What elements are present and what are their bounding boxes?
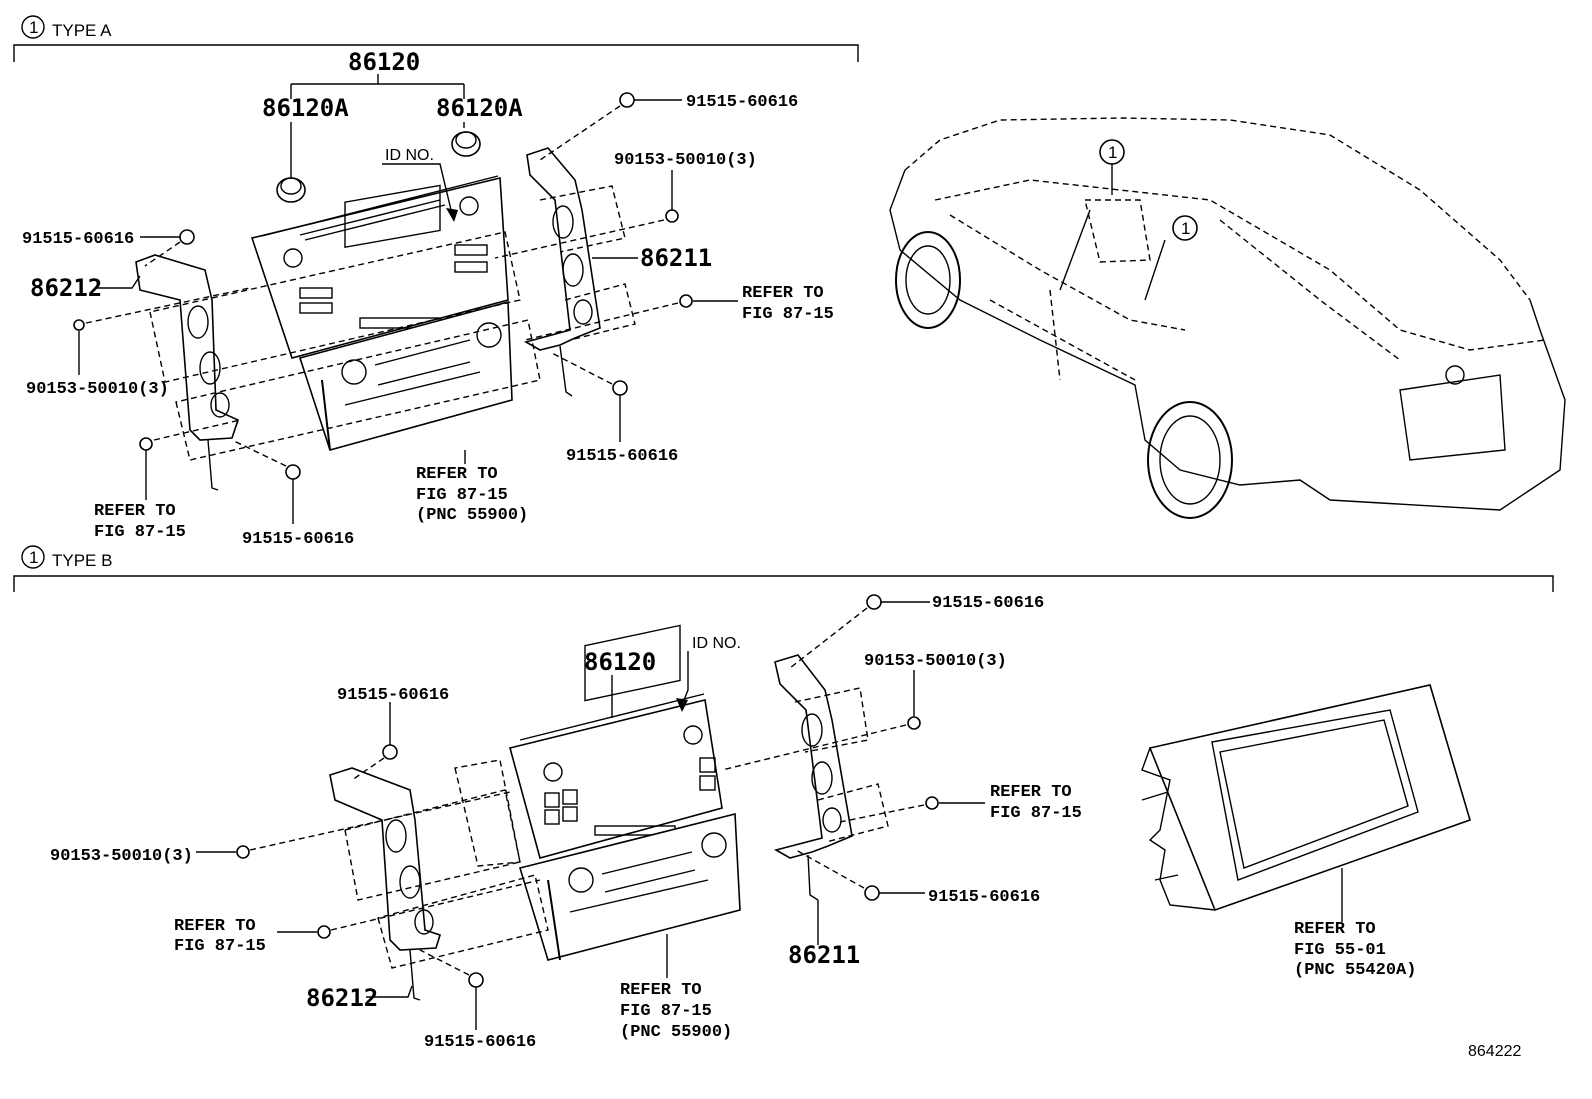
type-a-bracket-left-tab bbox=[207, 439, 219, 491]
type-b-label-91515-top: 91515-60616 bbox=[932, 594, 1044, 613]
type-b-label-90153-left: 90153-50010(3) bbox=[50, 847, 193, 866]
type-b-bezel bbox=[1141, 684, 1471, 912]
type-a-label-86120a-right: 86120A bbox=[436, 94, 523, 122]
type-a-label-91515-left: 91515-60616 bbox=[22, 230, 134, 249]
type-a-knob-left bbox=[283, 248, 303, 268]
type-a-label-refer-right-1: REFER TO bbox=[742, 284, 824, 303]
catalog-number: 864222 bbox=[1468, 1043, 1521, 1060]
type-a-knob-right bbox=[459, 196, 479, 216]
type-b-label-91515-bottom: 91515-60616 bbox=[424, 1033, 536, 1052]
type-b-label-refer-center-3: (PNC 55900) bbox=[620, 1023, 732, 1042]
type-a-label-refer-center-2: FIG 87-15 bbox=[416, 486, 508, 505]
car-callout-1: 1 bbox=[1108, 143, 1117, 162]
type-a-climate-panel bbox=[298, 300, 513, 451]
type-b-label-refer-bezel-1: REFER TO bbox=[1294, 920, 1376, 939]
type-b-callout-circle bbox=[21, 545, 45, 569]
type-a-screws bbox=[73, 92, 693, 480]
type-a-label-id-no: ID NO. bbox=[385, 147, 434, 164]
type-b-bracket bbox=[13, 575, 1554, 592]
type-a-label-90153-top: 90153-50010(3) bbox=[614, 151, 757, 170]
type-b-label-refer-bezel-2: FIG 55-01 bbox=[1294, 941, 1386, 960]
type-a-label-refer-left-2: FIG 87-15 bbox=[94, 523, 186, 542]
type-a-label-86120a-left: 86120A bbox=[262, 94, 349, 122]
type-a-bracket-left-hole-3 bbox=[210, 392, 230, 418]
car-callout-circle-2 bbox=[1172, 215, 1198, 241]
type-a-title: TYPE A bbox=[52, 21, 112, 40]
type-a-bracket-left-hole-1 bbox=[187, 305, 209, 339]
type-a-bracket bbox=[13, 44, 859, 62]
car-rear-wheel bbox=[1147, 401, 1233, 519]
type-b-label-refer-center-1: REFER TO bbox=[620, 981, 702, 1000]
type-b-climate-panel bbox=[518, 812, 741, 961]
type-b-label-refer-bezel-3: (PNC 55420A) bbox=[1294, 961, 1416, 980]
type-a-assembly: 86120 86120A 86120A ID NO. 91515-60616 9… bbox=[22, 48, 834, 549]
type-a-label-refer-center-3: (PNC 55900) bbox=[416, 506, 528, 525]
type-a-label-90153-left: 90153-50010(3) bbox=[26, 380, 169, 399]
type-b-label-refer-left-2: FIG 87-15 bbox=[174, 937, 266, 956]
type-a-knob-86120a-right bbox=[451, 131, 481, 157]
type-a-label-86212: 86212 bbox=[30, 274, 102, 302]
type-b-callout-number: 1 bbox=[29, 548, 38, 567]
type-a-label-86211: 86211 bbox=[640, 244, 712, 272]
type-b-title: TYPE B bbox=[52, 551, 112, 570]
type-a-label-91515-bottom: 91515-60616 bbox=[242, 530, 354, 549]
car-callout-2: 1 bbox=[1181, 219, 1190, 238]
type-a-bracket-left-hole-2 bbox=[199, 351, 221, 385]
type-b-label-refer-center-2: FIG 87-15 bbox=[620, 1002, 712, 1021]
type-b-label-refer-right-1: REFER TO bbox=[990, 783, 1072, 802]
car-front-wheel bbox=[895, 231, 961, 329]
car-illustration: 1 1 bbox=[889, 117, 1566, 519]
type-b-label-86120: 86120 bbox=[584, 648, 656, 676]
type-b-bracket-86212 bbox=[329, 767, 441, 951]
type-a-label-91515-right: 91515-60616 bbox=[566, 447, 678, 466]
type-b-label-91515-upper-left: 91515-60616 bbox=[337, 686, 449, 705]
type-b-header: 1 TYPE B bbox=[13, 545, 1554, 592]
type-a-header: 1 TYPE A bbox=[13, 15, 859, 62]
type-a-callout-circle bbox=[21, 15, 45, 39]
type-b-label-refer-right-2: FIG 87-15 bbox=[990, 804, 1082, 823]
type-a-callout-number: 1 bbox=[29, 18, 38, 37]
type-b-label-refer-left-1: REFER TO bbox=[174, 917, 256, 936]
type-a-label-refer-right-2: FIG 87-15 bbox=[742, 305, 834, 324]
type-a-label-86120: 86120 bbox=[348, 48, 420, 76]
type-b-label-86211: 86211 bbox=[788, 941, 860, 969]
type-a-label-refer-left-1: REFER TO bbox=[94, 502, 176, 521]
type-b-label-90153-right: 90153-50010(3) bbox=[864, 652, 1007, 671]
type-b-label-86212: 86212 bbox=[306, 984, 378, 1012]
type-a-label-refer-center-1: REFER TO bbox=[416, 465, 498, 484]
type-b-display bbox=[584, 624, 681, 702]
type-a-label-91515-top: 91515-60616 bbox=[686, 93, 798, 112]
type-b-screws bbox=[236, 594, 939, 988]
type-a-bracket-86212 bbox=[135, 254, 239, 441]
type-a-knob-86120a-left bbox=[276, 177, 306, 203]
type-b-assembly: 91515-60616 ID NO. 86120 90153-50010(3) … bbox=[50, 594, 1471, 1052]
type-b-label-91515-right: 91515-60616 bbox=[928, 888, 1040, 907]
type-a-display bbox=[344, 184, 441, 248]
type-b-label-id-no: ID NO. bbox=[692, 635, 741, 652]
type-b-bracket-86211 bbox=[773, 654, 853, 859]
